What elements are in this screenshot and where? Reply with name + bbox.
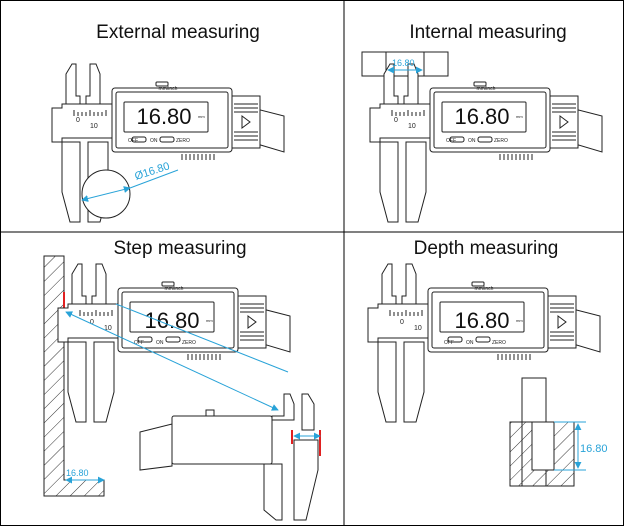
unit-label: mm xyxy=(206,318,213,323)
leader-line xyxy=(115,303,289,373)
scale-label-0: 0 xyxy=(76,117,80,124)
on-label: ON xyxy=(156,340,164,346)
on-label: ON xyxy=(466,340,474,346)
leader-line xyxy=(129,169,179,189)
unit-label: mm xyxy=(198,114,205,119)
lcd-reading: 16.80 xyxy=(454,104,509,129)
zero-label: ZERO xyxy=(182,340,196,346)
leader-line xyxy=(65,311,279,411)
zero-label: ZERO xyxy=(176,138,190,144)
dimension-label: 16.80 xyxy=(580,443,608,455)
scale-label-10: 10 xyxy=(414,325,422,332)
mode-label: mm/inch xyxy=(477,86,496,92)
panel-title: Internal measuring xyxy=(409,22,566,43)
on-label: ON xyxy=(468,138,476,144)
scale-label-10: 10 xyxy=(408,123,416,130)
off-label: OFF xyxy=(134,340,144,346)
caliper-rear-view xyxy=(139,393,319,521)
lcd-reading: 16.80 xyxy=(136,104,191,129)
on-label: ON xyxy=(150,138,158,144)
panel-depth: Depth measuring 16.80 mm mm/inch OFF ON … xyxy=(367,238,608,487)
unit-label: mm xyxy=(516,114,523,119)
panel-title: External measuring xyxy=(96,22,260,43)
lcd-reading: 16.80 xyxy=(144,308,199,333)
mode-label: mm/inch xyxy=(165,286,184,292)
scale-label-10: 10 xyxy=(90,123,98,130)
zero-label: ZERO xyxy=(492,340,506,346)
off-label: OFF xyxy=(444,340,454,346)
scale-label-0: 0 xyxy=(400,319,404,326)
unit-label: mm xyxy=(516,318,523,323)
off-label: OFF xyxy=(446,138,456,144)
panel-external: External measuring 16.80 mm mm/inch OFF … xyxy=(51,22,285,223)
scale-label-0: 0 xyxy=(394,117,398,124)
dimension-label: 16.80 xyxy=(392,58,415,68)
lcd-reading: 16.80 xyxy=(454,308,509,333)
mode-label: mm/inch xyxy=(475,286,494,292)
zero-label: ZERO xyxy=(494,138,508,144)
mode-label: mm/inch xyxy=(159,86,178,92)
off-label: OFF xyxy=(128,138,138,144)
panel-title: Step measuring xyxy=(113,238,246,259)
panel-step: Step measuring 16.80 mm mm/inch OFF ON Z… xyxy=(43,238,321,521)
dimension-label: 16.80 xyxy=(66,468,89,478)
panel-internal: Internal measuring 16.80 16.80 mm mm/inc… xyxy=(361,22,603,223)
panel-title: Depth measuring xyxy=(414,238,559,259)
dimension-line xyxy=(81,186,131,202)
